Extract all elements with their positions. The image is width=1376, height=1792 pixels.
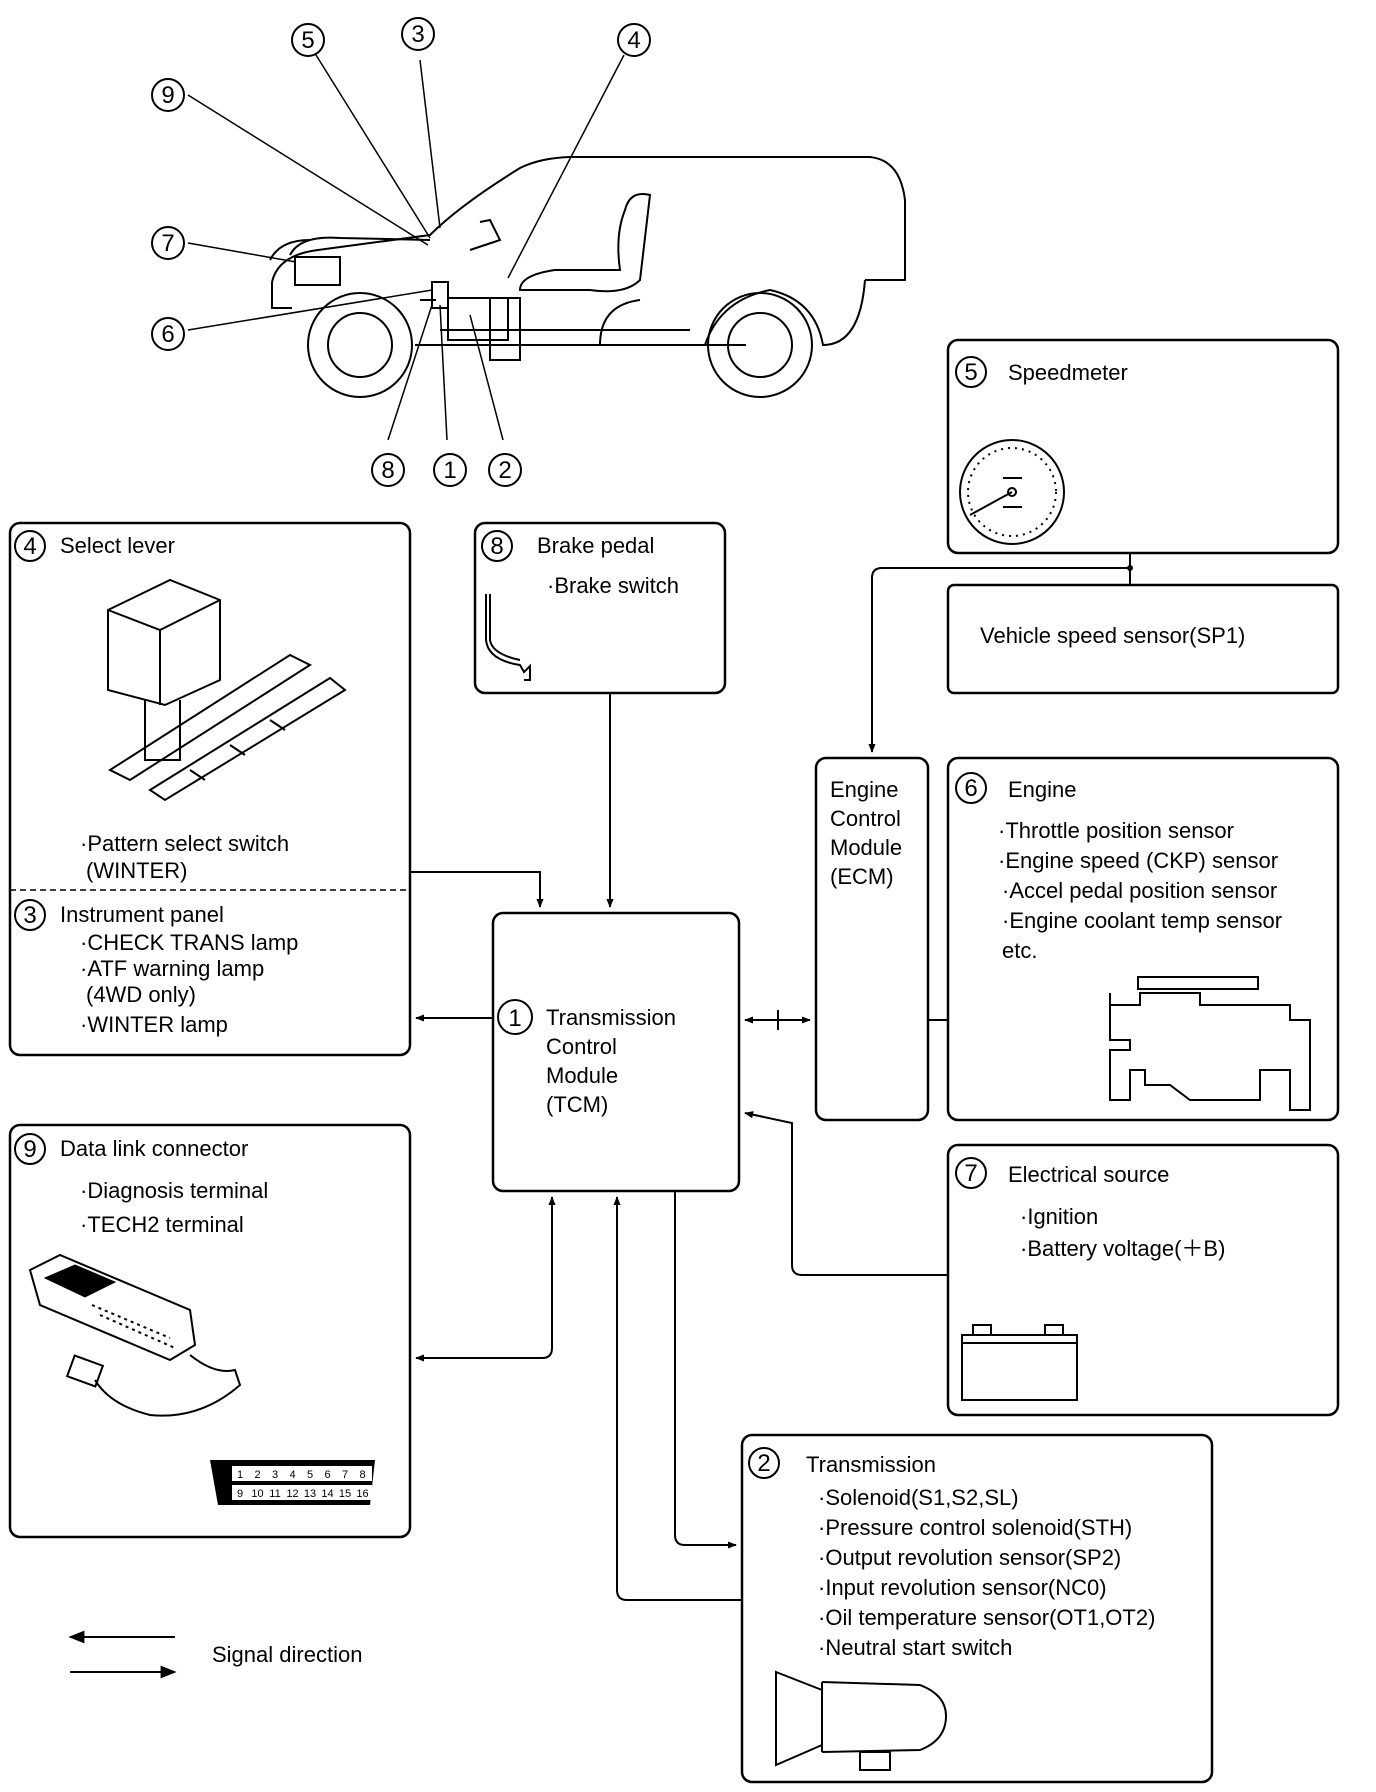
speed-sensor-box: Vehicle speed sensor(SP1) (946, 583, 1340, 695)
instrument-panel-item-2: ·ATF warning lamp (80, 956, 264, 981)
electrical-source-box: 7 Electrical source ·Ignition ·Battery v… (946, 1143, 1340, 1417)
callout-1: 1 (443, 457, 456, 484)
engine-illustration (1109, 976, 1311, 1111)
tcm-num: 1 (508, 1005, 521, 1032)
dlc-pin-label: 14 (321, 1488, 333, 1500)
ecm-line-3: Module (830, 835, 902, 860)
tcm-line-1: Transmission (546, 1005, 676, 1030)
callout-3: 3 (411, 21, 424, 48)
transmission-item-3: ·Output revolution sensor(SP2) (818, 1545, 1121, 1570)
select-lever-item-2: (WINTER) (86, 858, 187, 883)
dlc-pin-label: 15 (339, 1488, 351, 1500)
dlc-connector-illustration (210, 1460, 375, 1505)
dlc-pin-label: 7 (342, 1469, 348, 1481)
callout-9: 9 (161, 82, 174, 109)
dlc-pin-label: 8 (359, 1469, 365, 1481)
legend-label: Signal direction (212, 1642, 362, 1667)
dlc-pin-label: 6 (324, 1469, 330, 1481)
select-lever-illustration (107, 578, 347, 802)
transmission-item-6: ·Neutral start switch (818, 1635, 1012, 1660)
dlc-pin-label: 1 (237, 1469, 243, 1481)
instrument-panel-num: 3 (23, 902, 36, 929)
select-lever-box: 4 Select lever ·Pattern select switch (W… (8, 521, 412, 1057)
engine-item-5: etc. (1002, 938, 1037, 963)
battery-illustration (961, 1324, 1078, 1401)
callout-2: 2 (498, 457, 511, 484)
electrical-source-num: 7 (964, 1160, 977, 1187)
dlc-pin-label: 3 (272, 1469, 278, 1481)
callout-6: 6 (161, 321, 174, 348)
instrument-panel-title: Instrument panel (60, 902, 224, 927)
ecm-line-1: Engine (830, 777, 899, 802)
ecm-box: Engine Control Module (ECM) (814, 756, 930, 1122)
transmission-item-1: ·Solenoid(S1,S2,SL) (818, 1485, 1019, 1510)
speedometer-box: 5 Speedmeter (946, 338, 1340, 555)
electrical-item-2: ·Battery voltage(＋B) (1020, 1236, 1225, 1261)
electrical-source-title: Electrical source (1008, 1162, 1169, 1187)
dlc-pin-label: 16 (356, 1488, 368, 1500)
tcm-line-3: Module (546, 1063, 618, 1088)
ecm-line-2: Control (830, 806, 901, 831)
select-lever-item-1: ·Pattern select switch (80, 831, 289, 856)
speedometer-num: 5 (964, 359, 977, 386)
dlc-pin-label: 13 (304, 1488, 316, 1500)
instrument-panel-item-4: ·WINTER lamp (80, 1012, 228, 1037)
signal-lines (410, 553, 1133, 1601)
data-link-num: 9 (23, 1136, 36, 1163)
engine-num: 6 (964, 775, 977, 802)
tcm-line-2: Control (546, 1034, 617, 1059)
dlc-pin-label: 5 (307, 1469, 313, 1481)
dlc-pin-label: 11 (269, 1488, 280, 1500)
dlc-pin-label: 12 (286, 1488, 298, 1500)
callout-8: 8 (381, 457, 394, 484)
dlc-pin-label: 2 (254, 1469, 260, 1481)
brake-pedal-item-1: ·Brake switch (547, 573, 679, 598)
callout-4: 4 (627, 27, 640, 54)
transmission-box: 2 Transmission ·Solenoid(S1,S2,SL) ·Pres… (740, 1433, 1214, 1784)
data-link-box: 9 Data link connector ·Diagnosis termina… (8, 1123, 412, 1539)
data-link-item-1: ·Diagnosis terminal (80, 1178, 268, 1203)
callout-7: 7 (161, 230, 174, 257)
transmission-item-2: ·Pressure control solenoid(STH) (818, 1515, 1132, 1540)
instrument-panel-item-3: (4WD only) (86, 982, 196, 1007)
transmission-item-4: ·Input revolution sensor(NC0) (818, 1575, 1107, 1600)
brake-pedal-title: Brake pedal (537, 533, 654, 558)
ecm-line-4: (ECM) (830, 864, 894, 889)
select-lever-num: 4 (23, 533, 36, 560)
select-lever-title: Select lever (60, 533, 175, 558)
dlc-pin-label: 4 (289, 1469, 295, 1481)
data-link-item-2: ·TECH2 terminal (80, 1212, 244, 1237)
dlc-pins-bottom: 9 10 11 12 13 14 15 16 (237, 1488, 369, 1500)
speed-sensor-title: Vehicle speed sensor(SP1) (980, 623, 1245, 648)
dlc-pin-label: 9 (237, 1488, 243, 1500)
tcm-box: 1 Transmission Control Module (TCM) (491, 911, 741, 1193)
car-illustration: 5 3 4 9 7 6 8 1 2 (151, 17, 906, 487)
engine-item-2: ·Engine speed (CKP) sensor (998, 848, 1278, 873)
transmission-item-5: ·Oil temperature sensor(OT1,OT2) (818, 1605, 1155, 1630)
tcm-line-4: (TCM) (546, 1092, 608, 1117)
callout-5: 5 (301, 27, 314, 54)
speedometer-title: Speedmeter (1008, 360, 1128, 385)
brake-pedal-num: 8 (490, 533, 503, 560)
engine-item-1: ·Throttle position sensor (998, 818, 1234, 843)
tech2-scanner-illustration (28, 1253, 242, 1417)
transmission-illustration (775, 1670, 948, 1771)
engine-item-3: ·Accel pedal position sensor (1002, 878, 1277, 903)
transmission-num: 2 (757, 1450, 770, 1477)
legend: Signal direction (68, 1630, 362, 1679)
instrument-panel-item-1: ·CHECK TRANS lamp (80, 930, 298, 955)
electrical-item-1: ·Ignition (1020, 1204, 1098, 1229)
brake-pedal-box: 8 Brake pedal ·Brake switch (473, 521, 727, 695)
transmission-title: Transmission (806, 1452, 936, 1477)
brake-pedal-illustration (485, 594, 531, 681)
engine-item-4: ·Engine coolant temp sensor (1002, 908, 1282, 933)
speedometer-gauge (959, 439, 1065, 545)
data-link-title: Data link connector (60, 1136, 248, 1161)
dlc-pin-label: 10 (251, 1488, 263, 1500)
engine-box: 6 Engine ·Throttle position sensor ·Engi… (946, 756, 1340, 1122)
engine-title: Engine (1008, 777, 1077, 802)
